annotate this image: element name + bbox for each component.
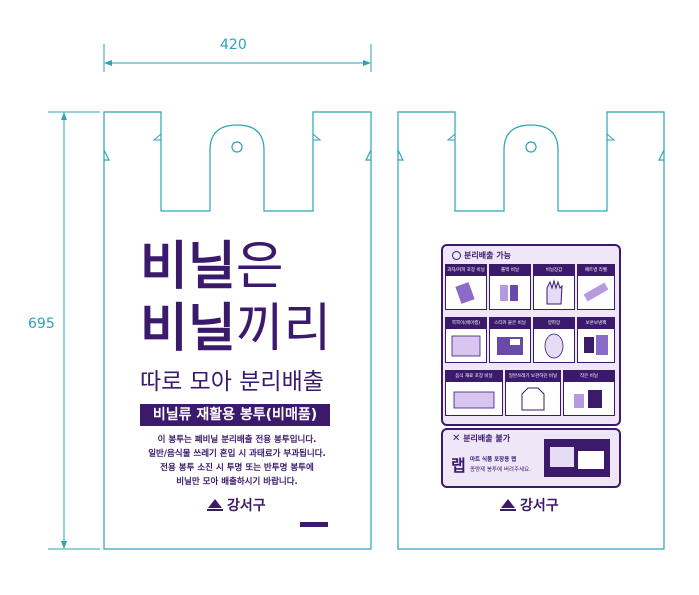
allowed-item: 보온보냉팩 — [577, 317, 615, 363]
allowed-item: 뽁뽁이(에어캡) — [445, 317, 487, 363]
food-wrap-icon — [453, 391, 495, 409]
circle-icon — [452, 251, 461, 260]
roll-bag-icon — [500, 285, 518, 301]
bubble-wrap-icon — [451, 335, 481, 357]
notice-line: 비닐만 모아 배출하시기 바랍니다. — [176, 477, 298, 487]
allowed-item: 페트병 라벨 — [577, 264, 615, 310]
allowed-item: 스티커 붙은 비닐 — [489, 317, 531, 363]
back-logo: 강서구 — [500, 495, 559, 515]
district-emblem-icon — [500, 499, 516, 511]
wrap-label: 랩 — [451, 456, 466, 475]
food-container-icon — [550, 447, 604, 469]
cold-pack-icon — [584, 335, 608, 355]
district-emblem-icon — [207, 499, 223, 511]
allowed-item: 양파망 — [533, 317, 575, 363]
back-bag-outline — [397, 111, 665, 550]
front-logo: 강서구 — [207, 495, 266, 515]
allowed-item: 과자/커피 포장 비닐 — [445, 264, 487, 310]
bottle-label-icon — [583, 282, 609, 302]
notice-line: 전용 봉투 소진 시 투명 또는 반투명 봉투에 — [160, 463, 314, 473]
subtitle: 따로 모아 분리배출 — [140, 369, 324, 395]
allowed-item: 비닐장갑 — [533, 264, 575, 310]
small-bag-icon — [574, 390, 602, 408]
glove-icon — [546, 279, 563, 305]
allowed-title: 분리배출 가능 — [452, 250, 511, 261]
front-hole — [231, 141, 243, 153]
wrap-image — [544, 439, 610, 477]
wrap-desc: 마트 식품 포장용 랩 — [470, 457, 517, 463]
onion-net-icon — [544, 333, 564, 359]
height-dimension-label: 695 — [28, 316, 55, 332]
snack-bag-icon — [455, 282, 475, 304]
sticker-bag-icon — [497, 337, 523, 355]
trash-bag-icon — [521, 387, 545, 411]
allowed-item: 음식 재료 포장 비닐 — [445, 370, 503, 416]
disallowed-title: ✕ 분리배출 불가 — [452, 433, 511, 444]
allowed-item: 롤백 비닐 — [489, 264, 531, 310]
accent-bar — [300, 522, 328, 527]
title-line1: 비닐은 — [140, 237, 284, 297]
x-icon: ✕ — [452, 433, 461, 444]
product-band: 비닐류 재활용 봉투(비매품) — [140, 404, 330, 426]
allowed-item: 일반쓰레기 보관하던 비닐 — [505, 370, 561, 416]
width-dimension-label: 420 — [220, 37, 247, 53]
title-line2: 비닐끼리 — [140, 299, 332, 359]
notice-line: 일반/음식물 쓰레기 혼입 시 과태료가 부과됩니다. — [148, 449, 326, 459]
front-bag-outline — [103, 111, 372, 550]
allowed-item: 작은 비닐 — [563, 370, 615, 416]
notice-line: 이 봉투는 폐비닐 분리배출 전용 봉투입니다. — [157, 435, 317, 445]
back-hole — [525, 141, 537, 153]
wrap-instruction: 종량제 봉투에 버려주세요. — [470, 467, 531, 473]
